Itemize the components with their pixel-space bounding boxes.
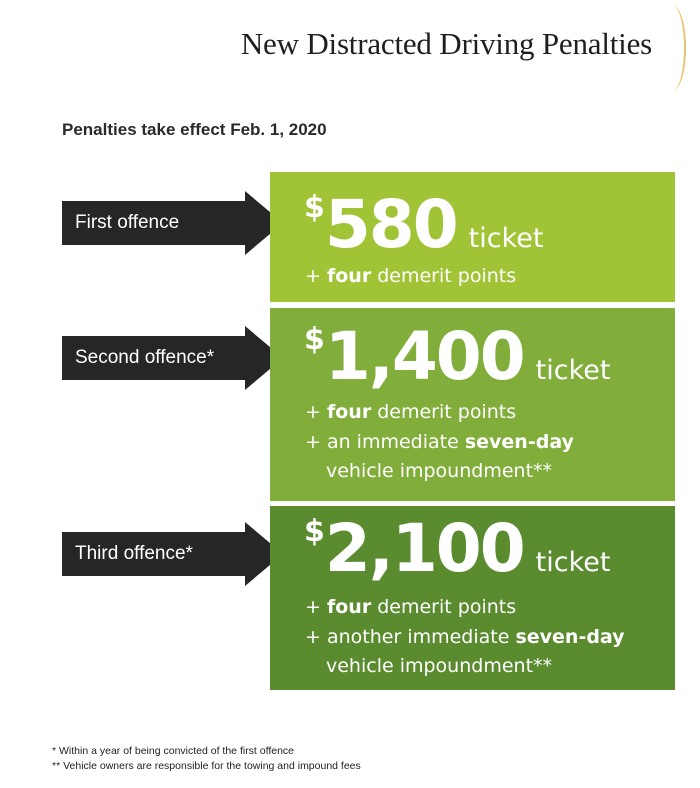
third-offence-detail-1: + four demerit points (305, 592, 516, 622)
detail-suffix: demerit points (371, 596, 517, 618)
dollar-sign: $ (304, 514, 325, 549)
detail-bold: four (326, 265, 372, 287)
footnote-2: ** Vehicle owners are responsible for th… (52, 760, 361, 772)
detail-suffix: demerit points (371, 265, 517, 287)
second-offence-detail-2: + an immediate seven-day (305, 427, 574, 457)
third-offence-label: Third offence* (75, 543, 193, 564)
detail-prefix: + an immediate (305, 431, 465, 453)
detail-bold: seven-day (515, 626, 625, 648)
detail-prefix: + another immediate (305, 626, 516, 648)
first-offence-amount: 580 (324, 186, 459, 263)
second-offence-penalty-box: $1,400 ticket + four demerit points + an … (270, 308, 675, 501)
third-offence-detail-3: vehicle impoundment** (326, 651, 552, 681)
first-offence-label: First offence (75, 212, 180, 233)
third-offence-amount: 2,100 (324, 510, 526, 587)
effective-date-subtitle: Penalties take effect Feb. 1, 2020 (62, 120, 327, 139)
page-title: New Distracted Driving Penalties (240, 26, 652, 61)
third-offence-penalty-box: $2,100 ticket + four demerit points + ano… (270, 506, 675, 690)
decorative-bracket (660, 6, 686, 90)
second-offence-amount: 1,400 (324, 318, 526, 395)
first-offence-penalty-box: $580 ticket + four demerit points (270, 172, 675, 302)
detail-prefix: + (305, 596, 327, 618)
detail-prefix: + (305, 401, 327, 423)
detail-bold: four (326, 401, 372, 423)
detail-suffix: demerit points (371, 401, 517, 423)
first-offence-ticket-line: $580 ticket (304, 186, 543, 263)
arrow-shaft (62, 201, 246, 245)
dollar-sign: $ (304, 190, 325, 225)
second-offence-detail-3: vehicle impoundment** (326, 456, 552, 486)
detail-prefix: vehicle impoundment** (326, 460, 553, 482)
ticket-word: ticket (535, 547, 611, 578)
second-offence-detail-1: + four demerit points (305, 397, 516, 427)
arrow-shaft (62, 336, 246, 380)
footnote-1: * Within a year of being convicted of th… (52, 745, 295, 757)
detail-bold: seven-day (464, 431, 574, 453)
arrow-shaft (62, 532, 246, 576)
second-offence-ticket-line: $1,400 ticket (304, 318, 610, 395)
detail-prefix: vehicle impoundment** (326, 655, 553, 677)
footnotes: * Within a year of being convicted of th… (52, 744, 361, 774)
third-offence-detail-2: + another immediate seven-day (305, 622, 625, 652)
detail-bold: four (326, 596, 372, 618)
detail-prefix: + (305, 265, 327, 287)
ticket-word: ticket (468, 223, 544, 254)
second-offence-label: Second offence* (75, 347, 215, 368)
first-offence-detail-1: + four demerit points (305, 261, 516, 291)
ticket-word: ticket (535, 355, 611, 386)
dollar-sign: $ (304, 322, 325, 357)
third-offence-ticket-line: $2,100 ticket (304, 510, 610, 587)
